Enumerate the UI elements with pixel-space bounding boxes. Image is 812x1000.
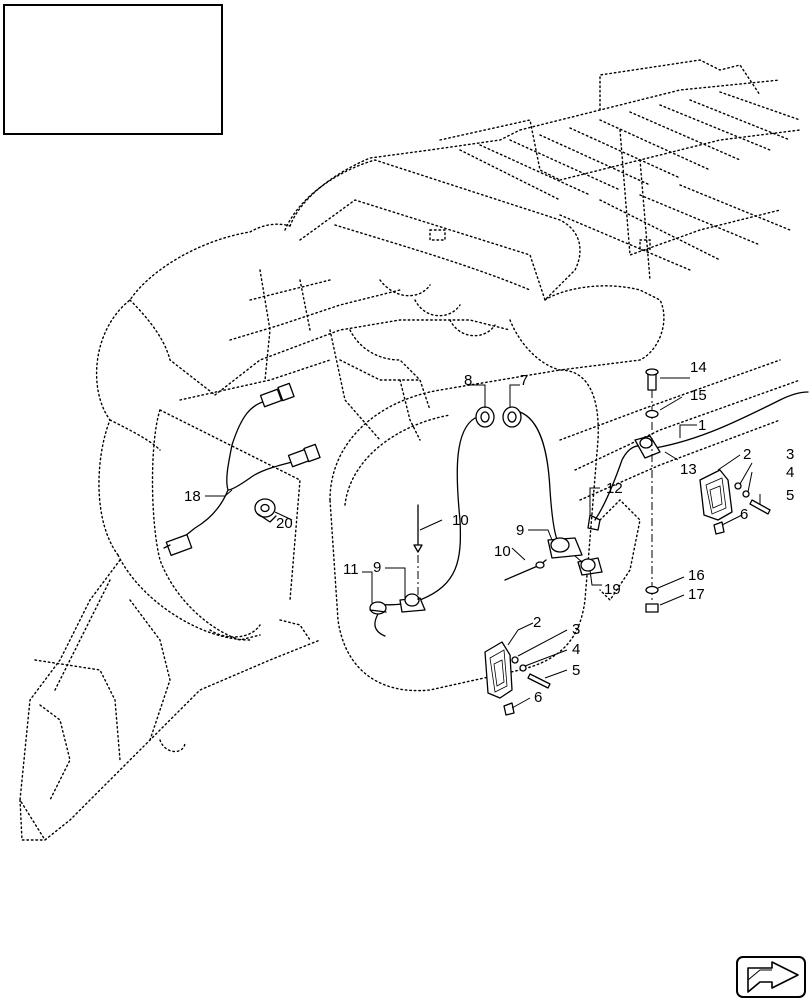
callout-3: 3 [572, 621, 580, 638]
callout-17: 17 [688, 586, 705, 603]
callout-19: 19 [604, 581, 621, 598]
callout-4: 4 [572, 641, 580, 658]
callout-1: 1 [698, 417, 706, 434]
wiring-harness [163, 368, 809, 637]
title-block [3, 4, 223, 135]
callout-10: 10 [494, 543, 511, 560]
callout-2: 2 [533, 614, 541, 631]
callout-9: 9 [516, 522, 524, 539]
callout-10: 10 [452, 512, 469, 529]
callout-18: 18 [184, 488, 201, 505]
leader-lines [205, 377, 761, 709]
callout-11: 11 [343, 561, 359, 578]
callout-9: 9 [373, 559, 381, 576]
callout-15: 15 [690, 387, 707, 404]
next-page-arrow-icon[interactable] [736, 956, 806, 998]
callout-16: 16 [688, 567, 705, 584]
baler-body [19, 59, 801, 842]
callout-5: 5 [786, 487, 794, 504]
callout-5: 5 [572, 662, 580, 679]
callout-12: 12 [606, 480, 623, 497]
callout-8: 8 [464, 372, 472, 389]
callout-labels: 1 2 3 4 5 6 7 8 9 9 10 10 11 12 13 14 15… [184, 359, 794, 706]
callout-20: 20 [276, 515, 293, 532]
callout-6: 6 [740, 506, 748, 523]
callout-3: 3 [786, 446, 794, 463]
callout-13: 13 [680, 461, 697, 478]
lamp-assembly-upper [699, 469, 771, 535]
callout-7: 7 [520, 372, 528, 389]
callout-14: 14 [690, 359, 707, 376]
callout-2: 2 [743, 446, 751, 463]
callout-6: 6 [534, 689, 542, 706]
callout-4: 4 [786, 464, 794, 481]
lamp-assembly-lower [484, 641, 551, 716]
